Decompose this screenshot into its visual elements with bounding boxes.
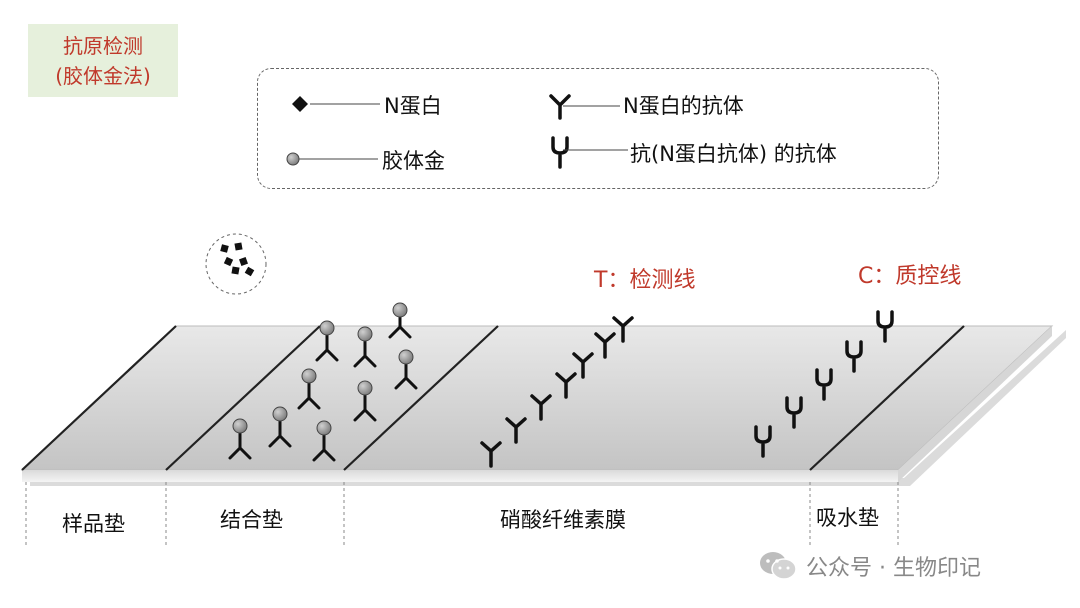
test-line-antibodies [480, 316, 634, 468]
legend-n-antibody-label: N蛋白的抗体 [623, 94, 744, 118]
n-antibody-icon [549, 94, 571, 120]
section-label-absorbent-pad: 吸水垫 [816, 506, 879, 530]
title-box: 抗原检测 (胶体金法) [28, 24, 178, 97]
legend-colloidal-gold-label: 胶体金 [382, 149, 445, 173]
section-dividers [21, 325, 965, 471]
test-line-label: T：检测线 [594, 268, 696, 293]
section-label-conjugate-pad: 结合垫 [220, 508, 283, 532]
test-strip-surface [20, 325, 1054, 471]
section-label-nc-membrane: 硝酸纤维素膜 [500, 508, 626, 532]
legend-icons [286, 94, 628, 169]
legend-box [257, 68, 939, 189]
legend-anti-antibody-label: 抗(N蛋白抗体) 的抗体 [630, 142, 837, 166]
watermark: 公众号 · 生物印记 [758, 548, 981, 584]
section-separators [25, 482, 899, 546]
anti-antibody-icon [551, 136, 569, 169]
legend-n-protein-label: N蛋白 [384, 94, 442, 118]
test-strip-edge [22, 470, 898, 482]
sample-n-proteins [220, 242, 255, 277]
wechat-icon [760, 552, 797, 580]
title-line-1: 抗原检测 [63, 33, 143, 58]
section-label-sample-pad: 样品垫 [62, 512, 125, 536]
title-line-2: (胶体金法) [55, 63, 151, 88]
n-protein-icon [292, 96, 308, 112]
gold-particles [232, 302, 414, 436]
watermark-text: 公众号 · 生物印记 [806, 556, 981, 581]
sample-droplet [205, 233, 267, 295]
conjugate-pad-antibodies [228, 312, 418, 462]
control-line-antibodies [754, 310, 894, 458]
control-line-label: C：质控线 [858, 264, 962, 289]
